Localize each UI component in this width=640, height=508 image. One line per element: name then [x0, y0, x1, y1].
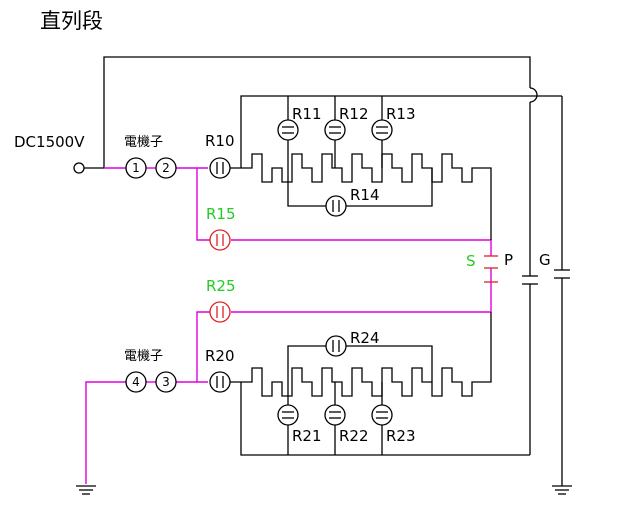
upper-circuit: DC1500V 1 2 電機子 R10 R15: [14, 56, 562, 312]
armature-terminal-3: 3: [155, 371, 177, 393]
source-label: DC1500V: [14, 133, 85, 151]
r12-label: R12: [339, 105, 369, 123]
r24-label: R24: [350, 329, 380, 347]
svg-text:1: 1: [132, 161, 140, 175]
source-terminal: [73, 162, 85, 174]
switch-section: S P G: [466, 96, 572, 495]
r11-contactor: [277, 119, 299, 141]
armature-terminal-2: 2: [155, 157, 177, 179]
page-title: 直列段: [40, 9, 103, 33]
lower-circuit: R25 4 3 電機子 R20 R24: [76, 277, 530, 495]
r24-contactor: [325, 335, 347, 357]
r20-contactor: [209, 371, 231, 393]
svg-text:3: 3: [162, 375, 170, 389]
g-switch-label: G: [539, 251, 551, 269]
r12-contactor: [324, 119, 346, 141]
r25-label: R25: [206, 277, 236, 295]
r21-contactor: [277, 404, 299, 426]
armature-terminal-4: 4: [125, 371, 147, 393]
r15-contactor: [209, 229, 231, 251]
armature-terminal-1: 1: [125, 157, 147, 179]
r14-label: R14: [350, 186, 380, 204]
r10-label: R10: [205, 132, 235, 150]
ground-symbol-right: [552, 485, 572, 495]
r25-contactor: [209, 301, 231, 323]
r22-contactor: [324, 404, 346, 426]
r20-label: R20: [205, 347, 235, 365]
s-switch-label: S: [466, 252, 476, 270]
r13-label: R13: [386, 105, 416, 123]
armature-label-top: 電機子: [124, 135, 163, 150]
r13-contactor: [371, 119, 393, 141]
r22-label: R22: [339, 427, 369, 445]
svg-text:2: 2: [162, 161, 170, 175]
r23-label: R23: [386, 427, 416, 445]
r14-contactor: [325, 195, 347, 217]
r15-label: R15: [206, 205, 236, 223]
r10-contactor: [209, 157, 231, 179]
r11-label: R11: [292, 105, 322, 123]
armature-label-bottom: 電機子: [124, 349, 163, 364]
ground-symbol-left: [76, 485, 96, 495]
p-switch-label: P: [504, 251, 513, 269]
svg-text:4: 4: [132, 375, 140, 389]
r21-label: R21: [292, 427, 322, 445]
r23-contactor: [371, 404, 393, 426]
